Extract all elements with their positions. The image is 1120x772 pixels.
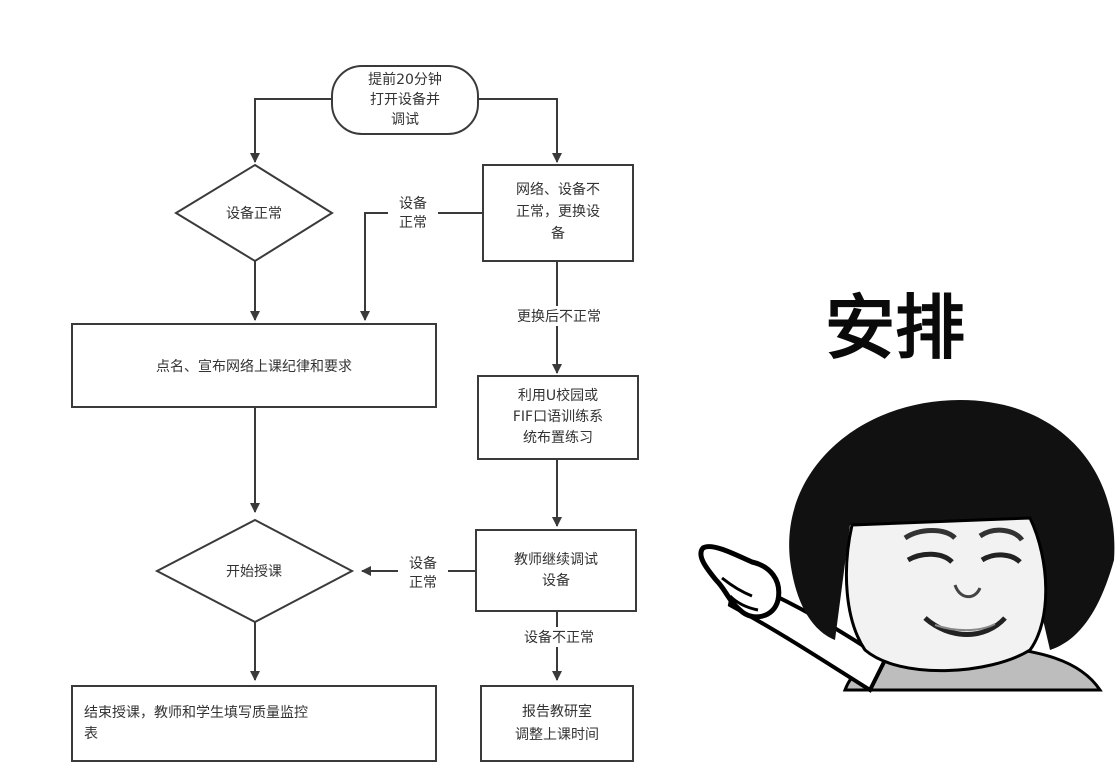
- equipment-ok-decision: 设备正常: [174, 163, 334, 263]
- replace-equipment-box: 网络、设备不 正常，更换设 备: [482, 164, 634, 262]
- online-practice-line-3: 统布置练习: [523, 430, 593, 446]
- end-box: 结束授课，教师和学生填写质量监控 表: [71, 685, 437, 762]
- replace-equipment-line-2: 正常，更换设: [516, 203, 600, 220]
- edge-labels: 设备 正常 更换后不正常 设备 正常 设备不正常: [388, 193, 621, 647]
- end-line-2: 表: [84, 726, 98, 742]
- edge-label-equipment-ok-2-line2: 正常: [409, 575, 437, 591]
- teacher-debug-box: 教师继续调试 设备: [475, 529, 637, 612]
- end-line-1: 结束授课，教师和学生填写质量监控: [84, 705, 308, 721]
- connector-start-to-replace: [478, 98, 562, 163]
- edge-label-equipment-not-ok: 设备不正常: [524, 629, 594, 646]
- edge-label-equipment-ok-2-line1: 设备: [409, 555, 437, 572]
- online-practice-line-2: FIF口语训练系: [513, 409, 603, 425]
- connector-start-to-left-decision: [250, 98, 332, 163]
- start-node: 提前20分钟 打开设备并 调试: [331, 65, 479, 135]
- replace-equipment-line-3: 备: [551, 225, 565, 242]
- report-box: 报告教研室 调整上课时间: [480, 685, 634, 762]
- start-teaching-decision: 开始授课: [154, 518, 355, 624]
- start-line-2: 打开设备并: [370, 91, 440, 108]
- start-line-3: 调试: [391, 112, 419, 128]
- report-line-1: 报告教研室: [522, 703, 592, 720]
- edge-label-equipment-ok-1-line1: 设备: [399, 195, 427, 212]
- roll-call-label: 点名、宣布网络上课纪律和要求: [156, 359, 352, 375]
- roll-call-box: 点名、宣布网络上课纪律和要求: [71, 323, 437, 408]
- edge-label-replace-failed: 更换后不正常: [517, 308, 601, 325]
- teacher-debug-line-2: 设备: [542, 572, 570, 589]
- meme-caption: 安排: [825, 287, 965, 369]
- report-line-2: 调整上课时间: [515, 727, 599, 743]
- start-line-1: 提前20分钟: [368, 71, 442, 88]
- online-practice-line-1: 利用U校园或: [518, 387, 598, 404]
- replace-equipment-line-1: 网络、设备不: [516, 181, 600, 198]
- teacher-debug-line-1: 教师继续调试: [514, 551, 598, 568]
- start-teaching-label: 开始授课: [226, 564, 282, 580]
- connector-replace-to-roll-call: [360, 212, 483, 321]
- pointing-meme-image: [698, 400, 1115, 693]
- equipment-ok-decision-label: 设备正常: [226, 205, 282, 222]
- edge-label-equipment-ok-1-line2: 正常: [399, 215, 427, 231]
- online-practice-box: 利用U校园或 FIF口语训练系 统布置练习: [477, 375, 639, 460]
